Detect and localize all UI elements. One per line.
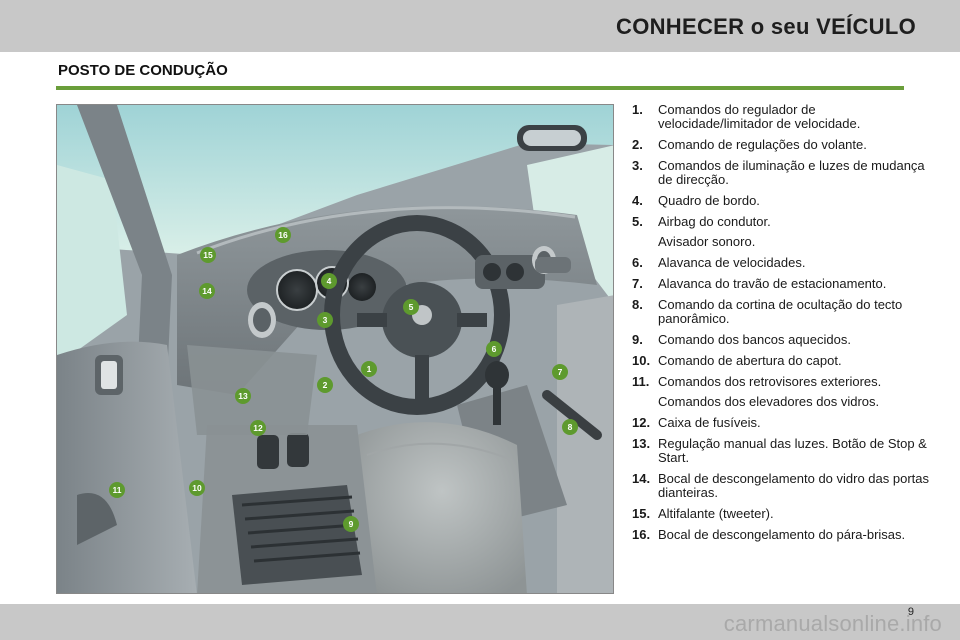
callout-7: 7 [552, 364, 568, 380]
svg-text:8: 8 [568, 422, 573, 432]
header-band [0, 0, 960, 52]
list-item: 12.Caixa de fusíveis. [632, 415, 761, 430]
list-item: 2.Comando de regulações do volante. [632, 137, 867, 152]
svg-text:6: 6 [492, 344, 497, 354]
svg-text:7: 7 [558, 367, 563, 377]
callout-16: 16 [275, 227, 291, 243]
footer-band [0, 604, 960, 640]
svg-text:4: 4 [327, 276, 332, 286]
list-item: 10.Comando de abertura do capot. [632, 353, 842, 368]
list-item: 1.Comandos do regulador de velocidade/li… [632, 102, 861, 131]
callout-9: 9 [343, 516, 359, 532]
svg-text:3: 3 [323, 315, 328, 325]
list-item: 15.Altifalante (tweeter). [632, 506, 774, 521]
legend-list: 1.Comandos do regulador de velocidade/li… [632, 103, 932, 549]
list-item: 8.Comando da cortina de ocultação do tec… [632, 297, 903, 326]
svg-text:5: 5 [409, 302, 414, 312]
callout-15: 15 [200, 247, 216, 263]
svg-text:14: 14 [202, 286, 212, 296]
list-item: 9.Comando dos bancos aquecidos. [632, 332, 851, 347]
list-item: 4.Quadro de bordo. [632, 193, 760, 208]
list-item: 16.Bocal de descongelamento do pára-bris… [632, 527, 906, 542]
callout-1: 1 [361, 361, 377, 377]
svg-text:16: 16 [278, 230, 288, 240]
section-header: CONHECER o seu VEÍCULO [616, 14, 916, 39]
list-item: 13.Regulação manual das luzes. Botão de … [632, 436, 927, 465]
svg-text:9: 9 [349, 519, 354, 529]
svg-text:13: 13 [238, 391, 248, 401]
cockpit-illustration: 1 2 3 4 5 6 7 8 9 10 11 12 13 14 15 16 [56, 104, 614, 594]
svg-text:1: 1 [367, 364, 372, 374]
callout-8: 8 [562, 419, 578, 435]
callout-2: 2 [317, 377, 333, 393]
svg-text:2: 2 [323, 380, 328, 390]
callout-5: 5 [403, 299, 419, 315]
svg-text:15: 15 [203, 250, 213, 260]
callout-3: 3 [317, 312, 333, 328]
list-item: 7.Alavanca do travão de estacionamento. [632, 276, 887, 291]
list-item: 5.Airbag do condutor.Avisador sonoro. [632, 214, 771, 249]
callout-14: 14 [199, 283, 215, 299]
list-item: 11.Comandos dos retrovisores exteriores.… [632, 374, 882, 409]
cockpit-drawing: 1 2 3 4 5 6 7 8 9 10 11 12 13 14 15 16 [57, 105, 613, 593]
callout-6: 6 [486, 341, 502, 357]
list-item: 3.Comandos de iluminação e luzes de muda… [632, 158, 925, 187]
page-title: POSTO DE CONDUÇÃO [58, 62, 228, 79]
svg-text:10: 10 [192, 483, 202, 493]
watermark: carmanualsonline.info [723, 611, 942, 636]
callout-13: 13 [235, 388, 251, 404]
callout-4: 4 [321, 273, 337, 289]
page-number: 9 [907, 606, 914, 618]
callout-10: 10 [189, 480, 205, 496]
svg-text:11: 11 [113, 485, 122, 495]
list-item: 6.Alavanca de velocidades. [632, 255, 806, 270]
title-rule [56, 86, 904, 90]
callout-12: 12 [250, 420, 266, 436]
list-item: 14.Bocal de descongelamento do vidro das… [632, 471, 930, 500]
callout-11: 11 [109, 482, 125, 498]
svg-text:12: 12 [253, 423, 263, 433]
